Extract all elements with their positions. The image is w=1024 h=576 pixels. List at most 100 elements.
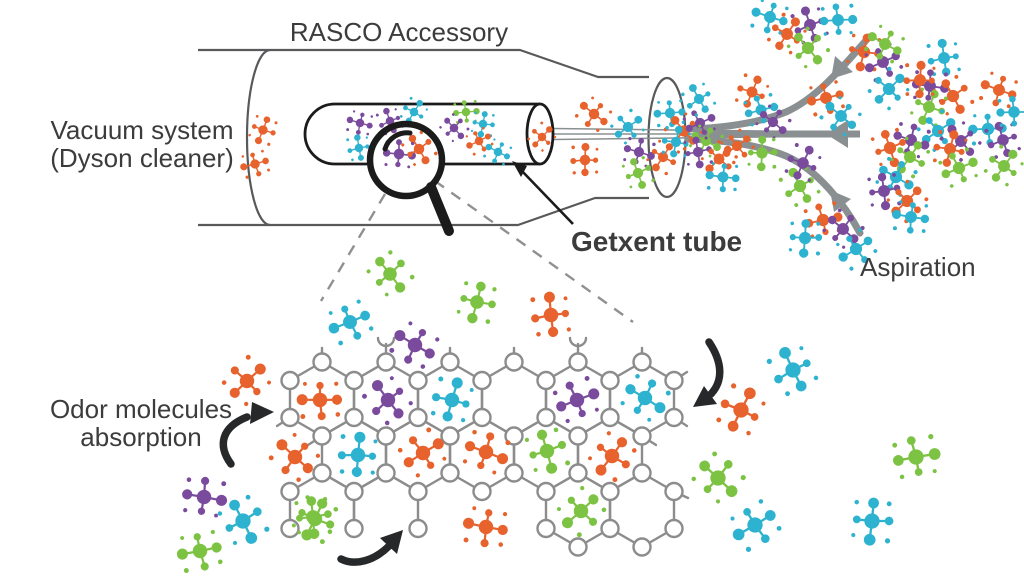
molecule-orange [248,114,278,146]
getxent-pointer-head [512,161,527,177]
molecule-teal [328,299,374,346]
molecule-teal [470,111,495,138]
molecule-purple [552,375,600,424]
magnifier-handle [426,182,454,236]
molecule-green [621,156,655,189]
absorption-arrowhead-left [250,402,274,424]
molecule-teal [620,374,671,422]
molecule-orange [979,71,1018,109]
molecule-teal [875,156,918,197]
molecule-orange [903,60,936,99]
molecule-orange [221,354,272,407]
molecule-green [557,485,607,538]
getxent-pointer-arrow [512,161,574,225]
molecule-purple [389,321,440,369]
molecule-purple [790,6,829,45]
molecule-green [456,281,497,324]
vacuum-body-outline [198,48,687,227]
molecule-orange [401,130,438,166]
molecule-teal [661,125,691,158]
molecule-teal [705,162,740,193]
molecule-teal [750,0,789,35]
zoom-dashed-line-right [434,180,634,323]
molecule-green [176,529,223,573]
molecule-teal [610,108,645,145]
molecule-purple [439,113,470,143]
absorption-arrow-right [705,338,724,398]
molecule-teal [766,346,819,397]
molecule-purple [682,105,716,140]
molecule-orange [462,429,511,475]
molecule-purple [984,121,1021,159]
molecule-purple [755,104,792,139]
absorption-arrowhead-bottom [380,530,403,554]
molecule-teal [819,3,858,36]
molecule-teal [430,376,474,423]
molecule-green [747,135,778,172]
label-odor-absorption: Odor molecules absorption [40,395,242,451]
molecule-teal [653,99,686,128]
molecule-orange [530,291,571,337]
molecule-purple [375,107,404,136]
molecule-green [938,147,978,188]
absorption-arrowhead-right [693,386,717,407]
molecule-teal [217,494,270,546]
molecule-teal [926,38,961,77]
molecule-purple [822,208,865,249]
lattice-nodes [280,352,684,557]
magnifier-shine [382,130,413,152]
label-rasco-accessory: RASCO Accessory [289,17,509,47]
molecule-orange [716,383,766,436]
molecule-orange [588,431,637,483]
molecule-purple [867,172,902,211]
polymer-lattice [275,336,690,557]
airflow-arrowhead-bottom [830,190,851,212]
molecule-teal [851,497,894,546]
molecule-teal [996,95,1024,127]
absorption-arrow-left [219,413,251,468]
molecule-green [366,250,415,297]
molecule-green [910,87,948,128]
molecule-orange [397,427,447,478]
molecule-teal [867,66,910,111]
molecule-teal [681,82,717,117]
molecule-green [892,434,941,480]
molecule-orange [735,73,770,110]
molecule-green [983,144,1024,187]
vacuum-body-top-edge [198,48,649,79]
airflow-arrowhead-top [831,56,853,79]
molecule-layer [176,0,1024,573]
label-getxent-tube: Getxent tube [571,226,743,257]
molecule-green [691,451,746,504]
label-vacuum-line1: Vacuum system [50,115,234,145]
molecule-green [786,26,831,69]
molecule-teal [337,431,378,478]
absorption-arrow-bottom [337,542,393,566]
molecule-purple [784,143,822,182]
tube-left-cap [303,102,336,166]
label-odor-line2: absorption [80,422,202,452]
molecule-purple [182,476,228,518]
molecule-orange [296,381,343,421]
airflow-arrowhead-middle [826,120,848,148]
molecule-green [864,24,905,64]
molecule-purple [623,136,656,168]
molecule-green [453,99,480,124]
molecule-purple [346,110,374,136]
molecule-teal [968,112,1007,147]
label-odor-line1: Odor molecules [49,394,233,424]
getxent-pointer-line [520,169,574,225]
vacuum-body-left-arc [245,48,271,227]
molecule-teal [836,228,878,271]
molecule-green [524,427,571,474]
aspiration-flow [552,33,873,237]
molecule-orange [527,121,557,152]
molecule-orange [268,432,321,482]
vacuum-body-bottom-edge [198,196,649,227]
zoom-dashed-line-left [319,193,387,302]
molecule-orange [240,149,271,179]
label-vacuum-system: Vacuum system (Dyson cleaner) [32,116,252,172]
molecule-teal [819,96,862,137]
